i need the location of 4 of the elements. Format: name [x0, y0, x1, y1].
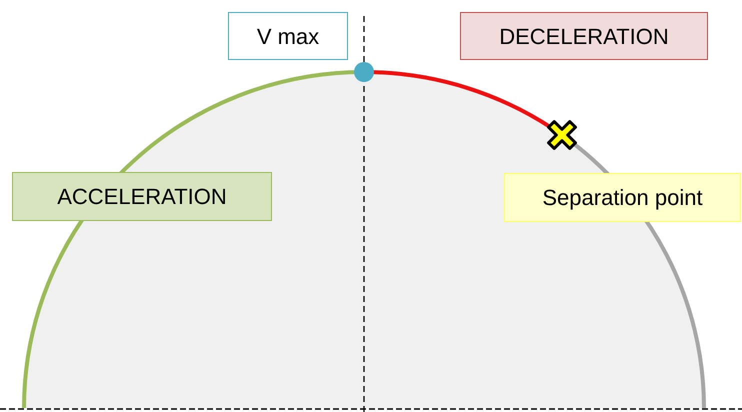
label-box: V max — [228, 12, 348, 60]
label-box: ACCELERATION — [12, 172, 272, 221]
label-box: DECELERATION — [460, 12, 708, 60]
label-box: Separation point — [504, 173, 741, 222]
